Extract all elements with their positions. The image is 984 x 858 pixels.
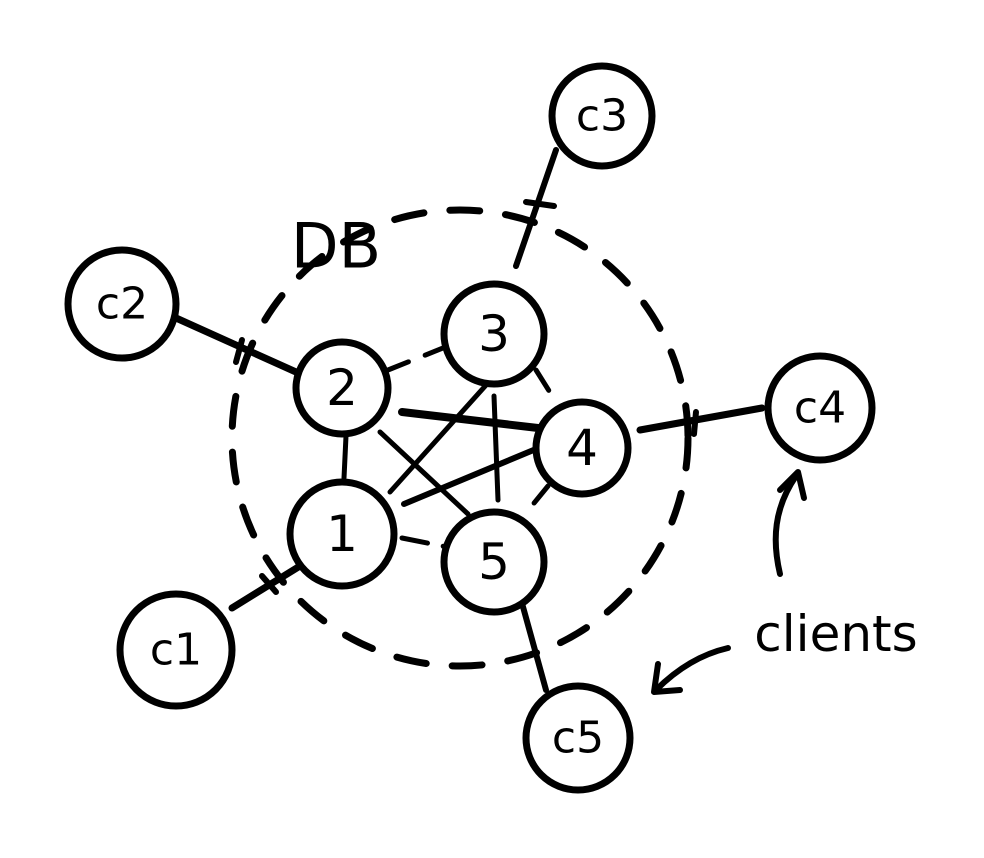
- client-node-c5-label: c5: [552, 713, 604, 764]
- annotation-arrow-to-c5-shaft: [653, 645, 731, 693]
- db-link-1-3: [387, 371, 499, 495]
- annotation-arrow-to-c4: [772, 469, 807, 577]
- db-node-4: 4: [532, 398, 632, 498]
- client-node-c2: c2: [64, 246, 180, 362]
- client-link-c4: [636, 404, 766, 434]
- db-node-1: 1: [286, 478, 398, 590]
- db-node-2-circle: [292, 338, 392, 438]
- cluster-label: DB: [291, 210, 381, 283]
- boundary-tick-c4: [691, 409, 699, 437]
- client-link-c3: [513, 147, 559, 269]
- client-node-c1-label: c1: [150, 625, 202, 676]
- client-node-c1-circle: [116, 590, 236, 710]
- db-link-1-4: [401, 441, 551, 507]
- client-link-c2: [172, 314, 300, 376]
- client-node-c4: c4: [764, 352, 876, 464]
- db-node-4-label: 4: [566, 419, 598, 477]
- db-node-3-circle: [440, 280, 548, 388]
- db-node-3: 3: [440, 280, 548, 388]
- db-node-5: 5: [440, 508, 548, 616]
- db-link-4-5: [527, 483, 551, 511]
- db-node-1-label: 1: [326, 505, 358, 563]
- db-node-5-circle: [440, 508, 548, 616]
- db-cluster-boundary: [228, 206, 692, 670]
- clients-annotation: clients: [754, 605, 917, 663]
- boundary-tick-c3: [523, 199, 557, 209]
- annotation-arrow-to-c4-shaft: [772, 473, 799, 577]
- annotation-arrow-to-c5-head: [651, 661, 683, 695]
- db-link-2-5: [377, 429, 471, 517]
- db-link-3-5: [491, 393, 501, 503]
- db-links: [341, 343, 559, 551]
- db-node-4-circle: [532, 398, 632, 498]
- client-node-c2-circle: [64, 246, 180, 362]
- boundary-tick-c1: [259, 573, 279, 595]
- db-link-2-4: [398, 408, 542, 432]
- db-node-1-circle: [286, 478, 398, 590]
- db-node-3-label: 3: [478, 305, 510, 363]
- db-node-2-label: 2: [326, 359, 358, 417]
- client-link-c1: [228, 562, 304, 612]
- client-node-c2-label: c2: [96, 279, 148, 330]
- db-link-1-2: [341, 433, 349, 481]
- client-node-c3-circle: [548, 62, 656, 170]
- db-link-3-4: [533, 367, 559, 405]
- client-node-c5: c5: [522, 682, 634, 794]
- client-node-c4-circle: [764, 352, 876, 464]
- db-node-2: 2: [292, 338, 392, 438]
- annotation-arrow-to-c4-head: [777, 469, 807, 501]
- client-node-c4-label: c4: [794, 383, 846, 434]
- client-link-c5: [517, 593, 549, 693]
- client-node-c3-label: c3: [576, 91, 628, 142]
- client-node-c5-circle: [522, 682, 634, 794]
- db-link-2-3: [385, 343, 451, 373]
- db-node-5-label: 5: [478, 533, 510, 591]
- boundary-tick-c2: [233, 337, 245, 365]
- client-node-c1: c1: [116, 590, 236, 710]
- annotation-arrow-to-c5: [651, 645, 731, 695]
- client-node-c3: c3: [548, 62, 656, 170]
